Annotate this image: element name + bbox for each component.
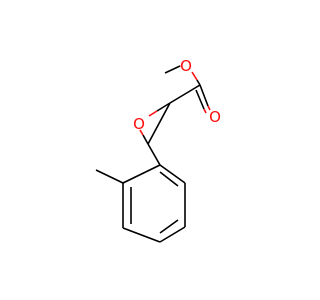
bond-ring-to-aryl-methyl: [95, 169, 124, 184]
carbonyl-oxygen-label: O: [209, 108, 221, 126]
epoxide-oxygen-label: O: [133, 115, 145, 133]
ring-bond-6: [122, 164, 161, 184]
ring-bond-4: [122, 227, 161, 243]
bond-carbonyl-double-2: [195, 89, 205, 110]
bond-epoxide-c3-to-o: [142, 134, 149, 145]
molecule-structure-diagram: O O O: [95, 57, 221, 243]
bond-carbonyl-double-1: [199, 84, 209, 107]
ring-bond-1: [159, 164, 186, 184]
bond-methyl-to-ester-oxygen: [164, 65, 181, 74]
bond-carbonyl-to-epoxide-c2: [169, 84, 201, 104]
bond-carbonyl-double-1-red: [207, 105, 211, 111]
ester-oxygen-label: O: [180, 57, 192, 75]
bond-carbonyl-double-2-red: [203, 108, 207, 114]
bond-ester-oxygen-to-carbonyl: [196, 79, 201, 86]
bond-epoxide-c2-to-o: [156, 102, 171, 112]
bond-ester-oxygen-to-carbonyl-red: [191, 71, 198, 81]
bond-epoxide-c2-to-c3: [147, 102, 171, 145]
bond-epoxide-c3-to-ring: [147, 143, 161, 166]
bond-epoxide-c3-to-o-red: [139, 129, 144, 136]
ring-bond-3: [159, 226, 186, 243]
ring-inner-bond-a: [159, 171, 179, 187]
ring-inner-bond-b: [159, 219, 179, 234]
bond-epoxide-c2-to-o-red: [148, 110, 158, 117]
